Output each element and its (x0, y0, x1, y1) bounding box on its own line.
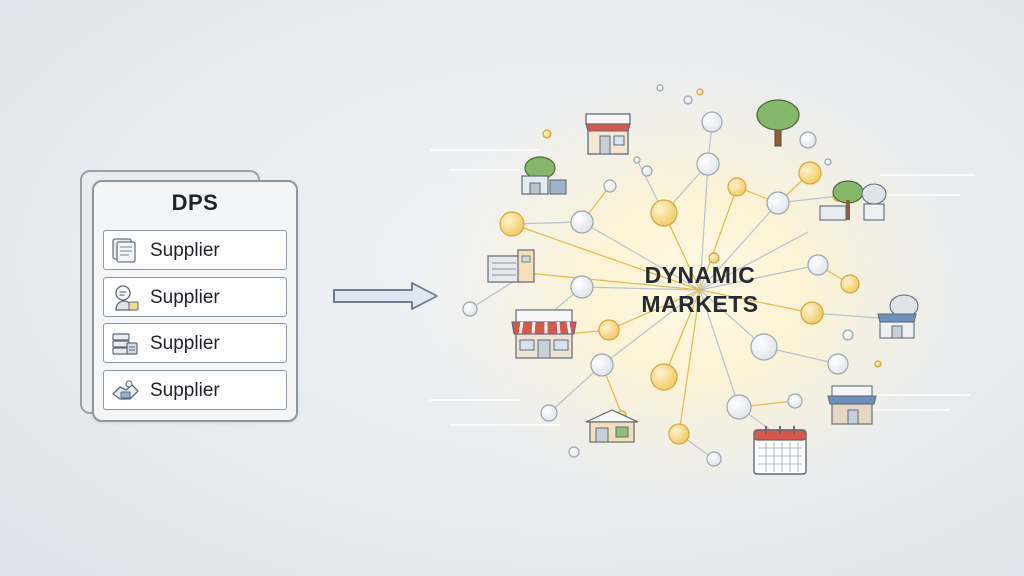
tree-icon (756, 99, 800, 147)
calendar-icon (753, 426, 807, 475)
supplier-row: Supplier (103, 230, 287, 270)
warehouse-icon (819, 180, 887, 221)
shop-icon (511, 309, 577, 359)
supplier-label: Supplier (150, 240, 220, 261)
motion-streaks (430, 149, 975, 426)
dps-panel: DPS Supplier Supplier (92, 180, 298, 422)
supplier-row: Supplier (103, 370, 287, 410)
supplier-label: Supplier (150, 333, 220, 354)
handshake-icon (112, 380, 139, 400)
grey-nodes (462, 84, 854, 467)
supplier-label: Supplier (150, 287, 220, 308)
building-icon (827, 385, 877, 425)
shop-tree-icon (877, 294, 919, 339)
document-stack-icon (112, 238, 136, 263)
house-icon (521, 156, 567, 195)
dps-title: DPS (171, 190, 219, 215)
register-icon (487, 249, 535, 283)
supplier-row: Supplier (103, 277, 287, 317)
market-title-line-1: DYNAMIC (644, 262, 756, 288)
market-title-line-2: MARKETS (641, 291, 759, 317)
kiosk-icon (585, 409, 639, 443)
storefront-icon (585, 113, 631, 155)
supplier-label: Supplier (150, 380, 220, 401)
person-chat-icon (115, 285, 139, 311)
server-stack-icon (112, 333, 138, 355)
supplier-row: Supplier (103, 323, 287, 363)
